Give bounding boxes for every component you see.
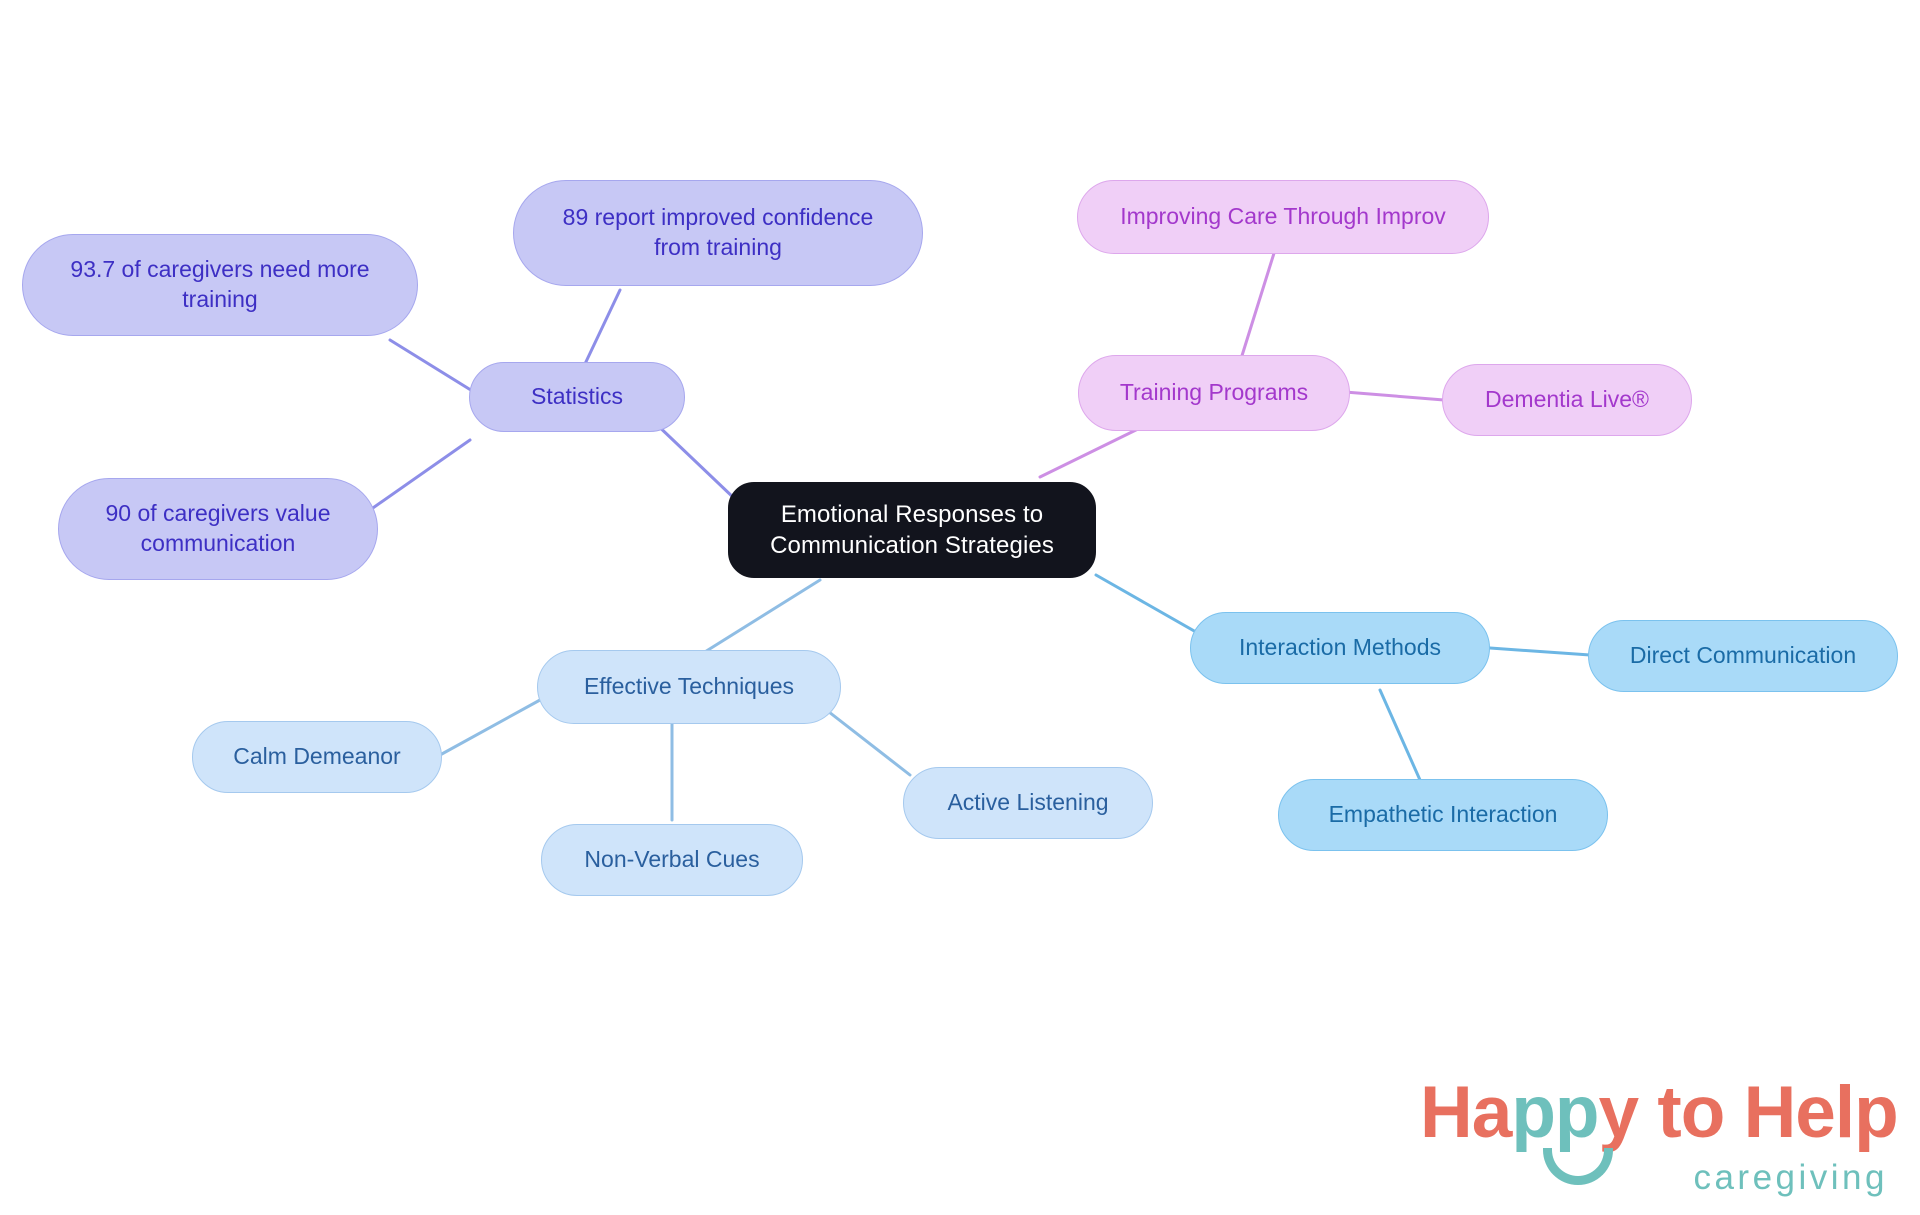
node-root-label: Emotional Responses to Communication Str… xyxy=(770,500,1054,559)
node-stat-communication[interactable]: 90 of caregivers value communication xyxy=(58,478,378,580)
edge-statistics-stat-training xyxy=(388,338,476,394)
node-direct-communication[interactable]: Direct Communication xyxy=(1588,620,1898,692)
node-stat-training-label: 93.7 of caregivers need more training xyxy=(70,256,370,312)
logo-wordmark: Happy to Help xyxy=(1420,1076,1899,1149)
edge-root-effective-techniques xyxy=(698,578,822,657)
node-training-programs[interactable]: Training Programs xyxy=(1078,355,1350,431)
node-root[interactable]: Emotional Responses to Communication Str… xyxy=(728,482,1096,578)
edge-statistics-stat-communication xyxy=(368,438,472,512)
node-calm-demeanor-label: Calm Demeanor xyxy=(233,743,401,770)
logo-word-part-2: y to Help xyxy=(1598,1072,1899,1153)
node-improving-care-label: Improving Care Through Improv xyxy=(1120,203,1446,230)
node-statistics[interactable]: Statistics xyxy=(469,362,685,432)
logo-tagline: caregiving xyxy=(1693,1158,1888,1197)
edge-interaction-direct xyxy=(1488,646,1592,657)
brand-logo: Happy to Help caregiving xyxy=(1420,1076,1899,1201)
edge-training-dementia-live xyxy=(1343,390,1446,402)
node-effective-techniques[interactable]: Effective Techniques xyxy=(537,650,841,724)
node-dementia-live[interactable]: Dementia Live® xyxy=(1442,364,1692,436)
node-empathetic-interaction[interactable]: Empathetic Interaction xyxy=(1278,779,1608,851)
node-training-programs-label: Training Programs xyxy=(1119,379,1309,406)
node-dementia-live-label: Dementia Live® xyxy=(1485,386,1649,413)
node-statistics-label: Statistics xyxy=(530,383,624,410)
node-calm-demeanor[interactable]: Calm Demeanor xyxy=(192,721,442,793)
edge-effective-active xyxy=(818,703,912,777)
node-effective-techniques-label: Effective Techniques xyxy=(583,673,795,700)
node-non-verbal-cues[interactable]: Non-Verbal Cues xyxy=(541,824,803,896)
node-non-verbal-cues-label: Non-Verbal Cues xyxy=(584,846,760,873)
node-active-listening[interactable]: Active Listening xyxy=(903,767,1153,839)
node-active-listening-label: Active Listening xyxy=(947,789,1109,816)
edge-root-training-programs xyxy=(1038,426,1142,479)
edge-root-interaction-methods xyxy=(1094,573,1212,642)
node-stat-confidence[interactable]: 89 report improved confidence from train… xyxy=(513,180,923,286)
logo-word-part-pp: pp xyxy=(1511,1072,1599,1153)
node-interaction-methods[interactable]: Interaction Methods xyxy=(1190,612,1490,684)
edge-interaction-empathetic xyxy=(1378,688,1422,782)
node-stat-training[interactable]: 93.7 of caregivers need more training xyxy=(22,234,418,336)
edge-effective-calm xyxy=(438,698,542,757)
logo-word-part-1: Ha xyxy=(1420,1072,1512,1153)
node-interaction-methods-label: Interaction Methods xyxy=(1238,634,1441,661)
node-direct-communication-label: Direct Communication xyxy=(1629,642,1857,669)
node-stat-communication-label: 90 of caregivers value communication xyxy=(105,500,331,556)
node-improving-care[interactable]: Improving Care Through Improv xyxy=(1077,180,1489,254)
node-stat-confidence-label: 89 report improved confidence from train… xyxy=(562,204,874,260)
node-empathetic-interaction-label: Empathetic Interaction xyxy=(1328,801,1558,828)
edge-root-statistics xyxy=(650,418,738,502)
logo-smile-icon xyxy=(1543,1148,1613,1185)
